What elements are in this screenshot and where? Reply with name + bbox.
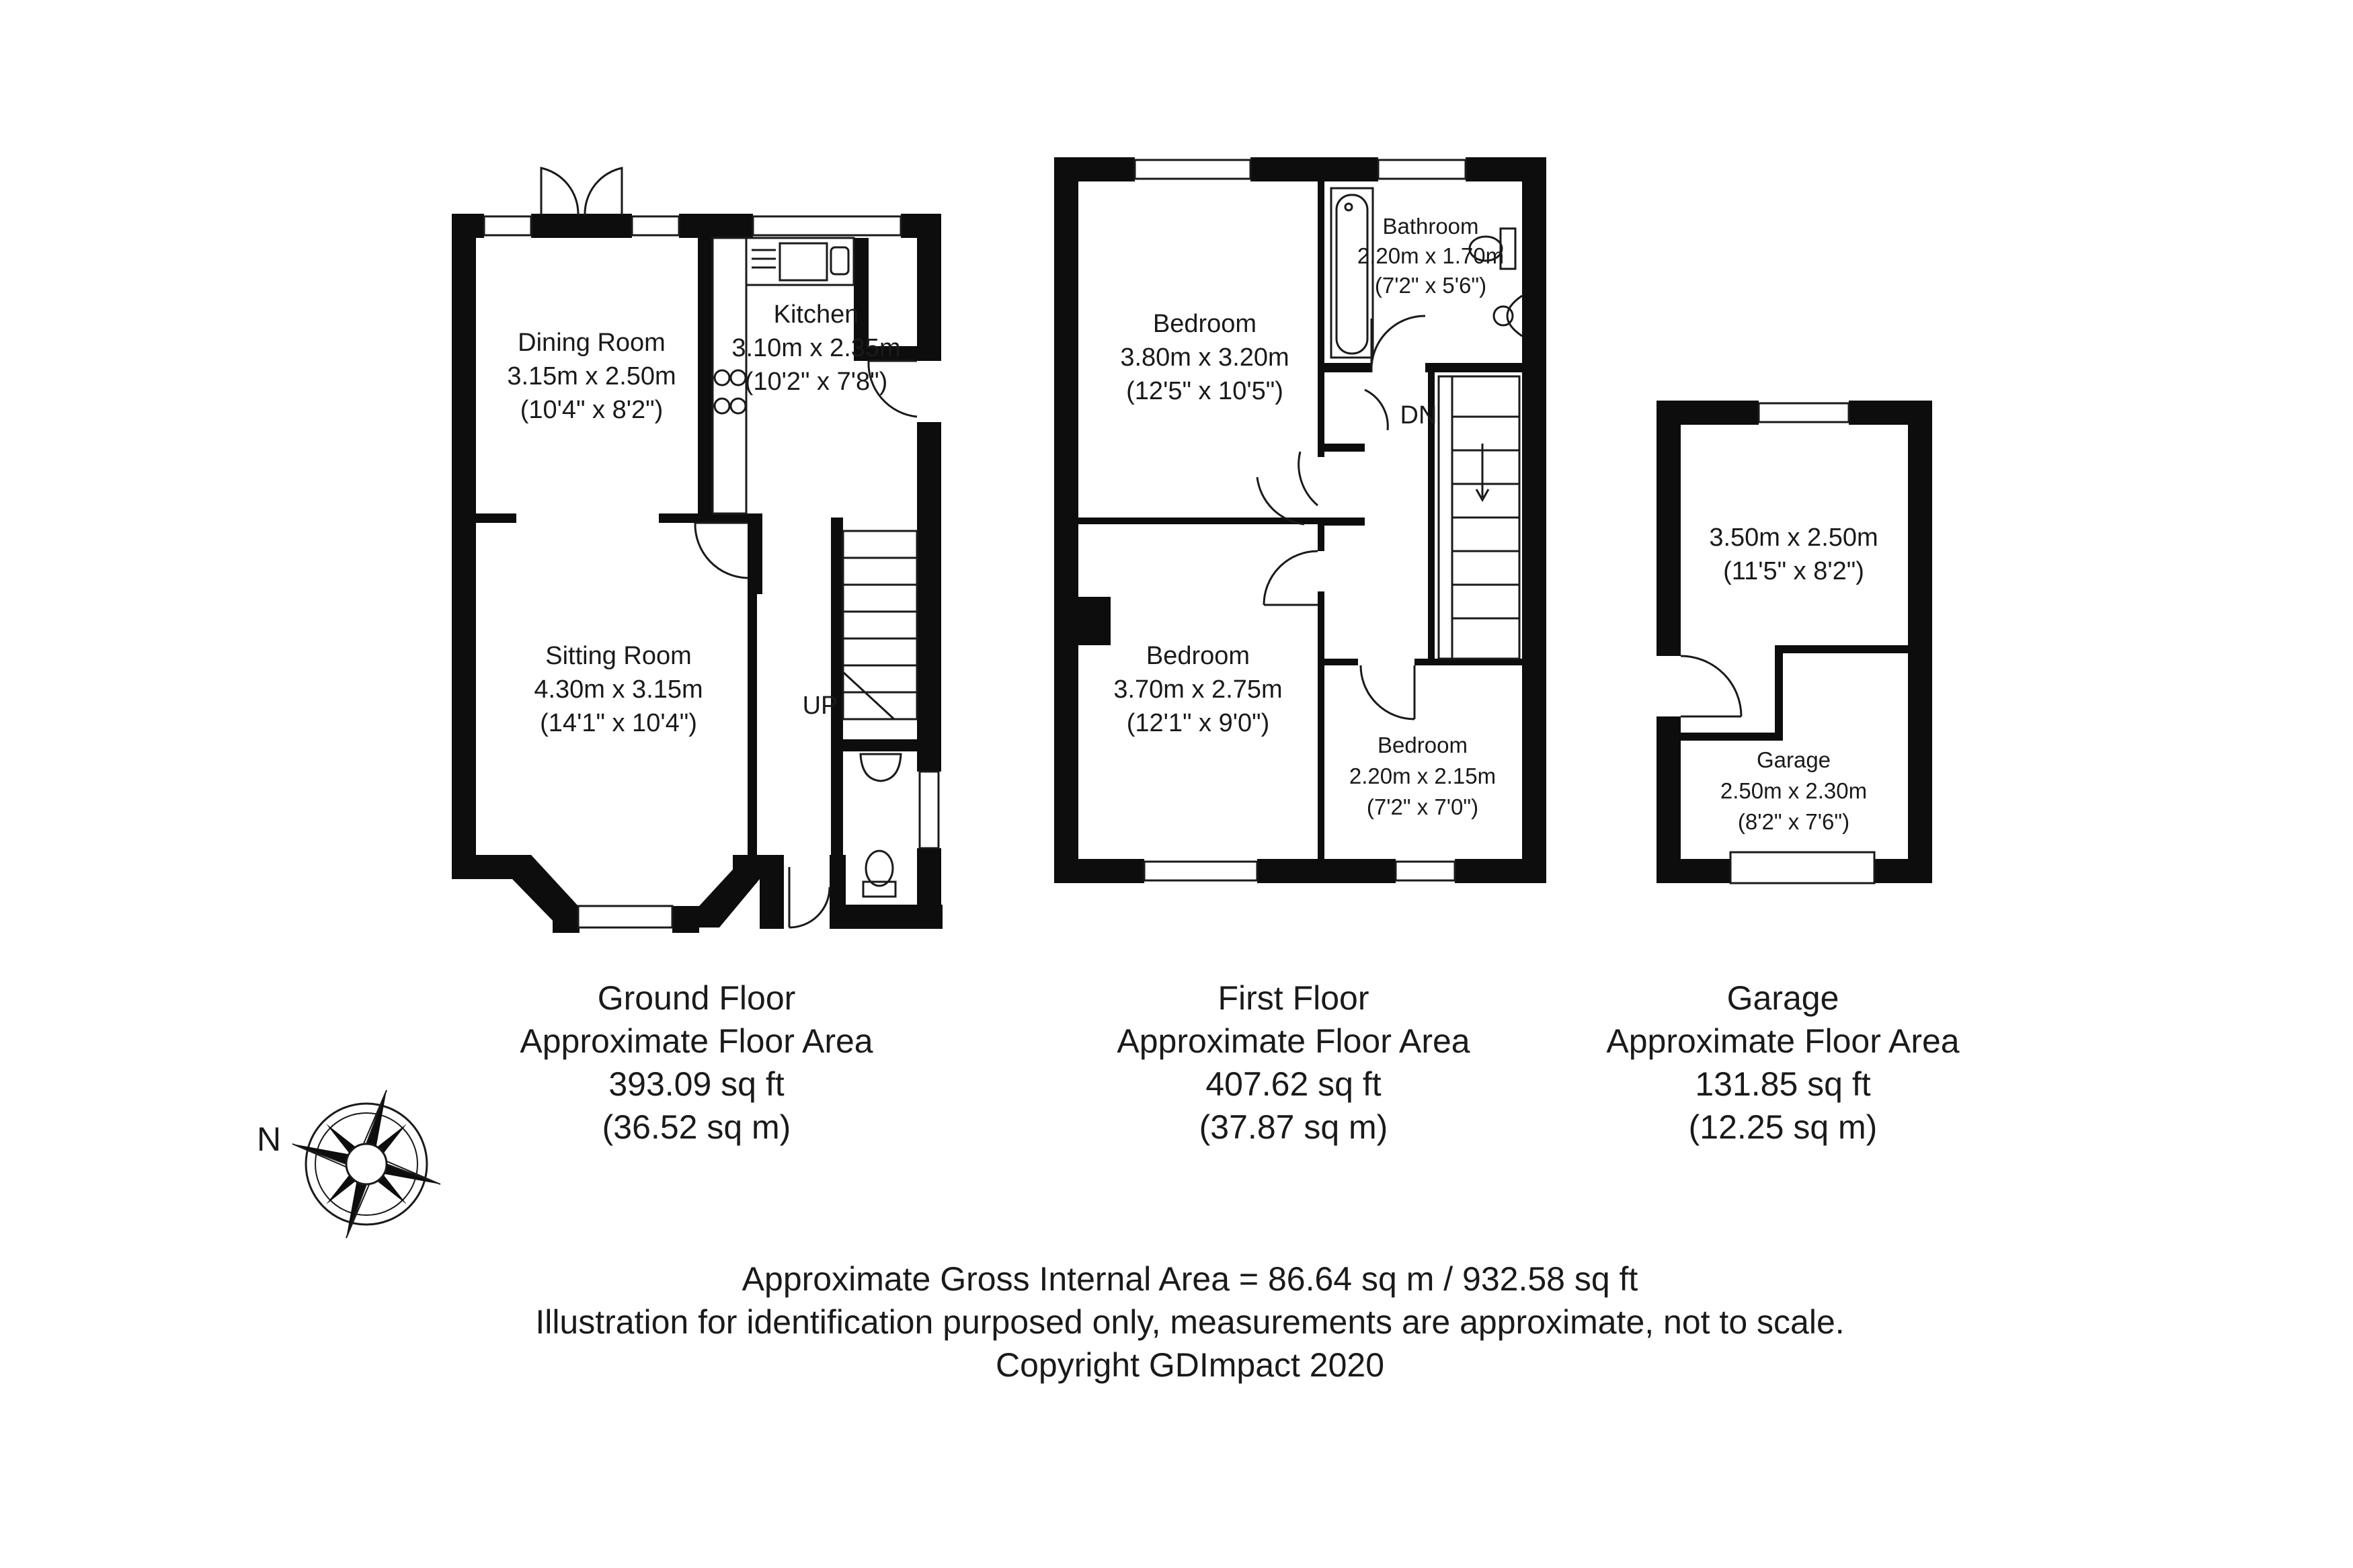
ground-floor-title: Ground Floor — [598, 979, 796, 1017]
disclaimer: Illustration for identification purposed… — [535, 1303, 1844, 1341]
bedroom-3-imperial: (7'2" x 7'0") — [1367, 794, 1478, 819]
kitchen-name: Kitchen — [774, 300, 859, 329]
garage-area-sqft: 131.85 sq ft — [1695, 1065, 1870, 1103]
first-floor-windows — [1133, 159, 1467, 882]
bedroom-1-imperial: (12'5" x 10'5") — [1126, 377, 1283, 405]
wc-fittings — [859, 753, 902, 898]
kitchen-metric: 3.10m x 2.35m — [731, 334, 900, 362]
stairs-up-label: UP — [803, 692, 838, 720]
first-floor-doors — [1256, 315, 1426, 720]
first-floor-area-label: Approximate Floor Area — [1117, 1022, 1470, 1060]
garage-title: Garage — [1727, 979, 1839, 1017]
bedroom-3-name: Bedroom — [1378, 733, 1468, 757]
stairs-down-label: DN — [1400, 401, 1437, 429]
kitchen-imperial: (10'2" x 7'8") — [745, 368, 888, 396]
garage-plan: 3.50m x 2.50m (11'5" x 8'2") Garage 2.50… — [1657, 401, 1932, 884]
first-floor-plan: Bedroom 3.80m x 3.20m (12'5" x 10'5") Ba… — [1054, 157, 1546, 883]
ground-floor-staircase — [842, 530, 918, 720]
compass-rose-icon — [292, 1089, 441, 1239]
footer-notes: Approximate Gross Internal Area = 86.64 … — [535, 1260, 1844, 1384]
sitting-room-name: Sitting Room — [545, 642, 692, 670]
bedroom-1-name: Bedroom — [1153, 310, 1257, 338]
sitting-room-imperial: (14'1" x 10'4") — [540, 709, 697, 737]
first-floor-walls — [1054, 157, 1546, 883]
copyright: Copyright GDImpact 2020 — [996, 1346, 1384, 1384]
garage-windows — [1729, 402, 1876, 884]
bathroom-metric: 2.20m x 1.70m — [1357, 243, 1504, 268]
bathroom-fittings — [1330, 187, 1523, 359]
ground-floor-windows — [483, 215, 940, 929]
first-floor-area-sqm: (37.87 sq m) — [1199, 1108, 1388, 1146]
compass-north-label: N — [257, 1120, 281, 1158]
bathroom-name: Bathroom — [1382, 214, 1478, 239]
sitting-room-metric: 4.30m x 3.15m — [534, 675, 703, 704]
garage-area-label: Approximate Floor Area — [1606, 1022, 1959, 1060]
bedroom-3-metric: 2.20m x 2.15m — [1349, 764, 1496, 788]
ground-floor-area-sqm: (36.52 sq m) — [602, 1108, 791, 1146]
garage-store-imperial: (11'5" x 8'2") — [1723, 557, 1864, 585]
ground-floor-area-sqft: 393.09 sq ft — [608, 1065, 784, 1103]
first-floor-caption: First Floor Approximate Floor Area 407.6… — [1117, 979, 1470, 1146]
ground-floor-area-label: Approximate Floor Area — [520, 1022, 873, 1060]
garage-walls — [1657, 401, 1932, 883]
bathroom-imperial: (7'2" x 5'6") — [1375, 273, 1486, 298]
garage-store-metric: 3.50m x 2.50m — [1709, 524, 1878, 552]
ground-floor-walls — [452, 214, 943, 933]
gross-internal-area: Approximate Gross Internal Area = 86.64 … — [742, 1260, 1638, 1298]
bedroom-2-name: Bedroom — [1146, 642, 1250, 670]
garage-caption: Garage Approximate Floor Area 131.85 sq … — [1606, 979, 1959, 1146]
ground-floor-doors — [694, 360, 918, 929]
bedroom-2-imperial: (12'1" x 9'0") — [1127, 709, 1270, 737]
ground-floor-caption: Ground Floor Approximate Floor Area 393.… — [520, 979, 873, 1146]
garage-imperial: (8'2" x 7'6") — [1738, 809, 1849, 834]
dining-room-name: Dining Room — [518, 329, 666, 357]
dining-room-imperial: (10'4" x 8'2") — [520, 396, 664, 424]
ground-floor-plan: Dining Room 3.15m x 2.50m (10'4" x 8'2")… — [452, 167, 943, 933]
garage-name: Garage — [1757, 747, 1831, 772]
garage-door — [1680, 655, 1743, 718]
bedroom-2-metric: 3.70m x 2.75m — [1113, 675, 1282, 704]
garage-metric: 2.50m x 2.30m — [1720, 778, 1867, 803]
first-floor-staircase — [1437, 375, 1521, 660]
kitchen-fittings — [711, 237, 855, 515]
bedroom-1-metric: 3.80m x 3.20m — [1120, 343, 1289, 372]
dining-french-doors — [540, 167, 623, 216]
first-floor-title: First Floor — [1218, 979, 1369, 1017]
garage-area-sqm: (12.25 sq m) — [1689, 1108, 1878, 1146]
dining-room-metric: 3.15m x 2.50m — [507, 362, 676, 390]
first-floor-area-sqft: 407.62 sq ft — [1205, 1065, 1381, 1103]
